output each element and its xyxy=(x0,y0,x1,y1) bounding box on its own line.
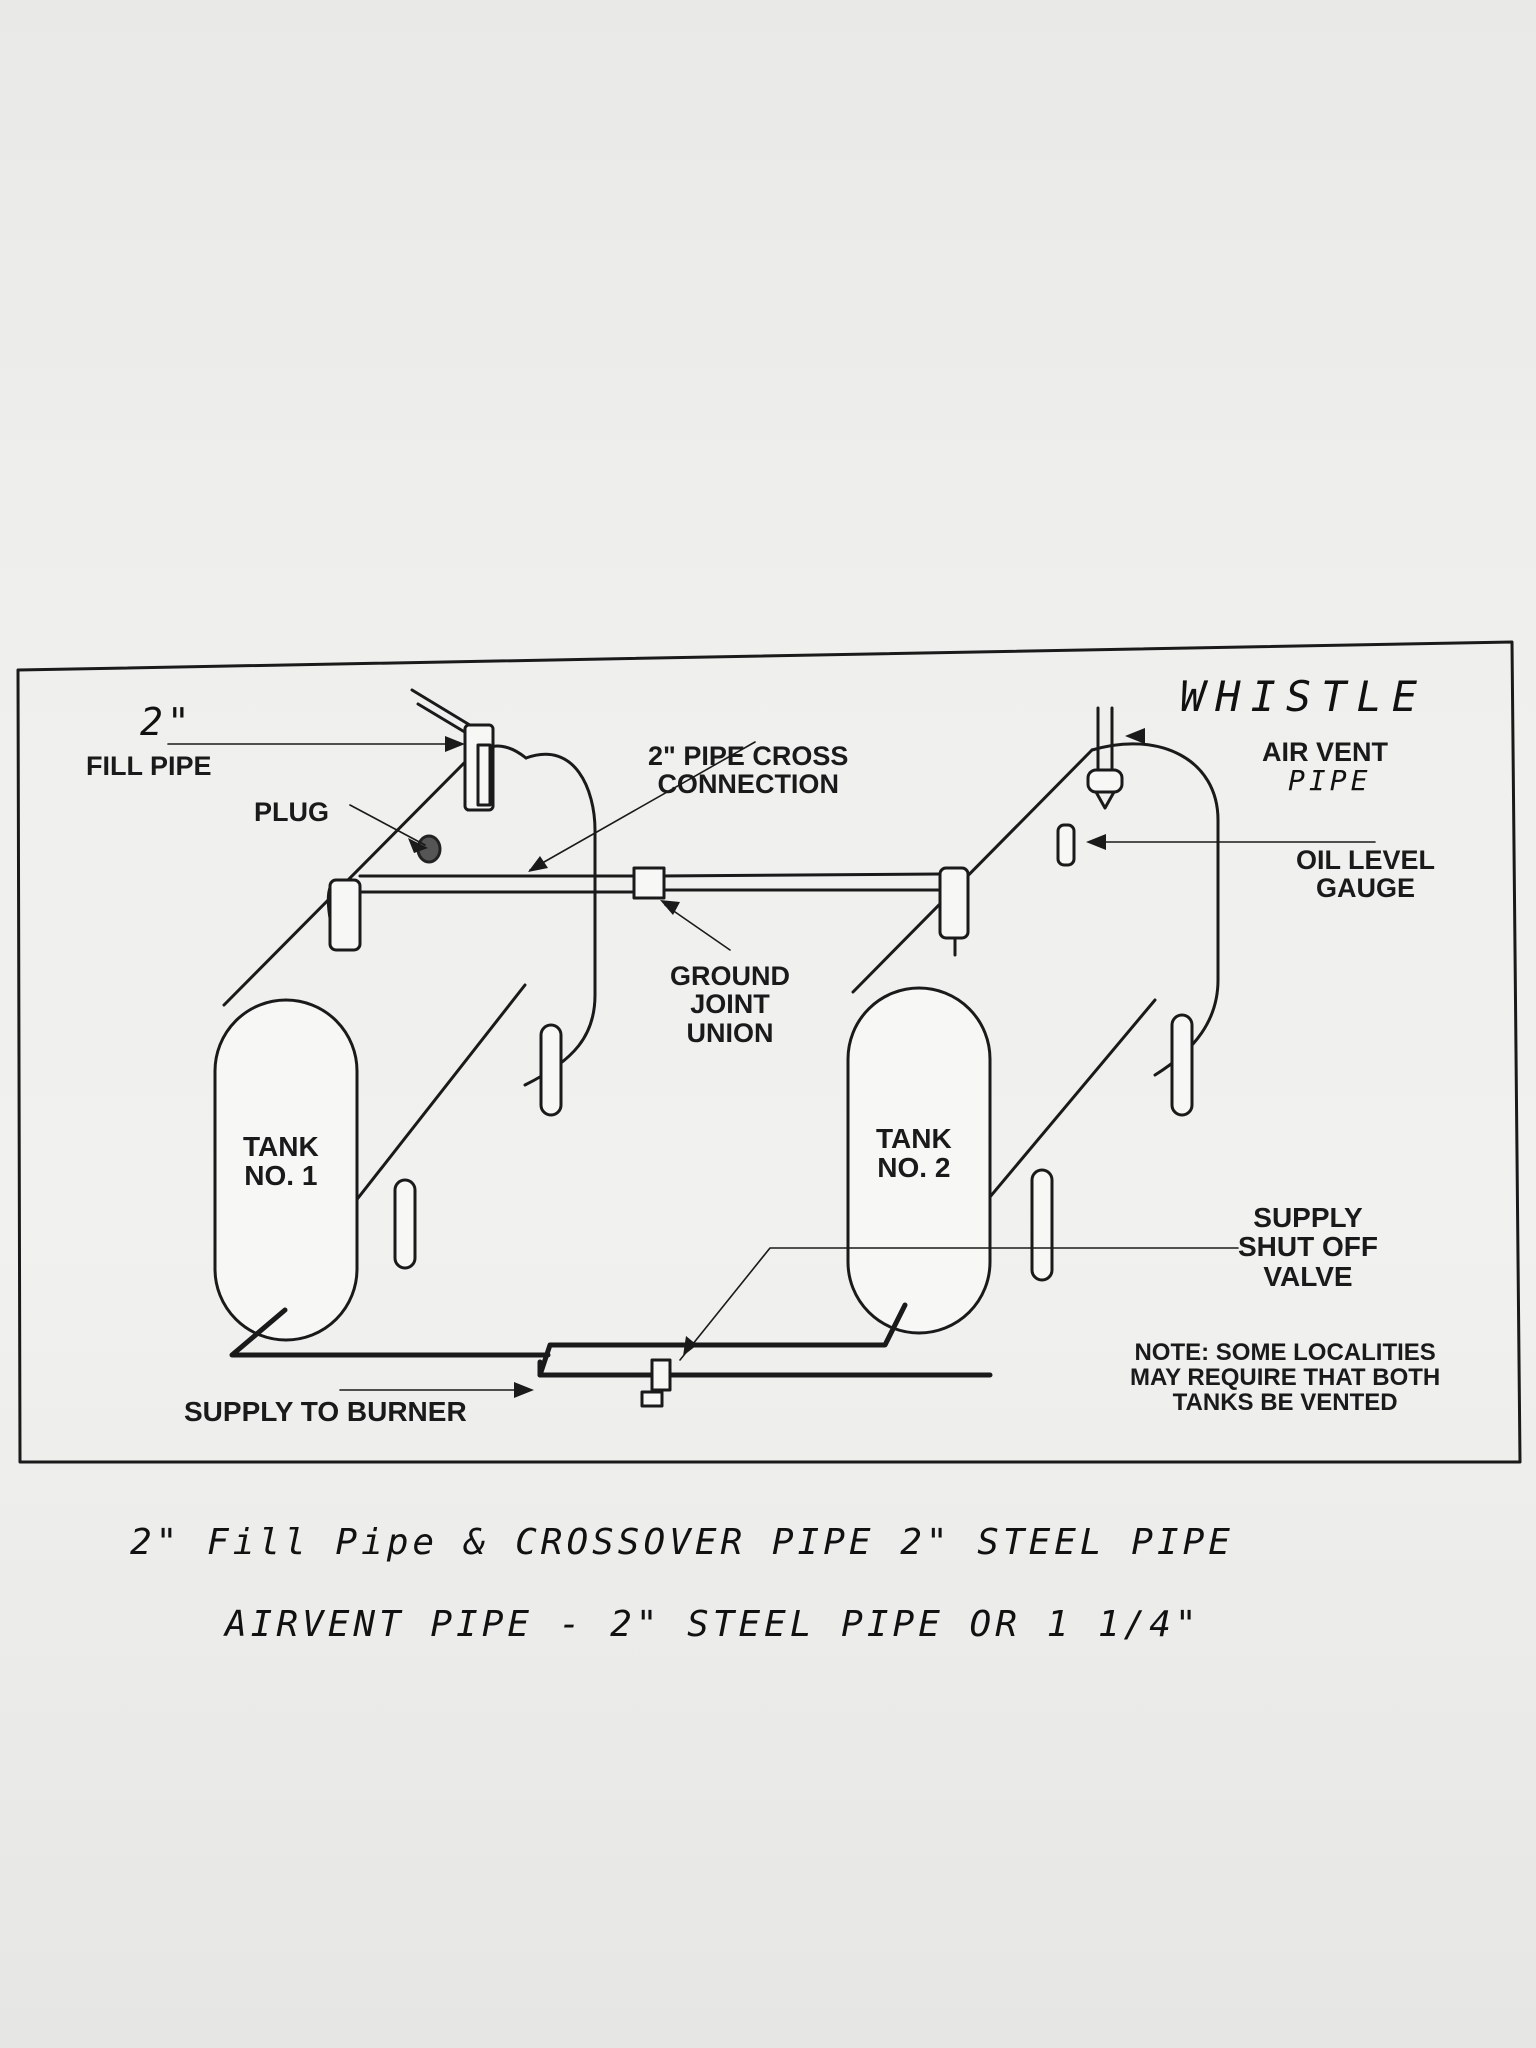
oil-level-gauge xyxy=(1056,823,1076,867)
air-vent-label: AIR VENT xyxy=(1262,737,1389,767)
fill-pipe xyxy=(410,688,495,812)
fill-pipe-size-label: 2" xyxy=(140,700,194,744)
air-vent-pipe xyxy=(1086,706,1124,810)
air-vent-pipe-label: PIPE xyxy=(1288,764,1372,797)
cross-connection-pipe xyxy=(326,866,970,957)
supply-shutoff-valve-label: SUPPLY SHUT OFF VALVE xyxy=(1238,1202,1378,1292)
handwritten-note-line-2: AIRVENT PIPE - 2" STEEL PIPE OR 1 1/4" xyxy=(225,1604,1201,1645)
vent-note: NOTE: SOME LOCALITIES MAY REQUIRE THAT B… xyxy=(1130,1339,1441,1417)
arrowheads xyxy=(408,728,1145,1398)
shutoff-valve xyxy=(640,1358,672,1408)
supply-to-burner-label: SUPPLY TO BURNER xyxy=(184,1396,467,1427)
tank-1-label: TANK NO. 1 xyxy=(243,1131,319,1192)
whistle-label: WHISTLE xyxy=(1180,672,1428,721)
plug-label: PLUG xyxy=(254,797,330,827)
fill-pipe-label: FILL PIPE xyxy=(86,751,212,781)
tank-2 xyxy=(846,742,1220,1335)
handwritten-note-line-1: 2" Fill Pipe & CROSSOVER PIPE 2" STEEL P… xyxy=(130,1522,1234,1563)
cross-connection-label: 2" PIPE CROSS CONNECTION xyxy=(648,741,849,800)
diagram-border xyxy=(16,640,1522,1464)
tank-2-label: TANK NO. 2 xyxy=(876,1123,952,1184)
leader-lines xyxy=(167,735,1376,1391)
ground-joint-union-label: GROUND JOINT UNION xyxy=(670,961,790,1048)
supply-lines xyxy=(229,1302,993,1378)
oil-level-gauge-label: OIL LEVEL GAUGE xyxy=(1296,845,1436,904)
tank-1 xyxy=(213,744,597,1342)
